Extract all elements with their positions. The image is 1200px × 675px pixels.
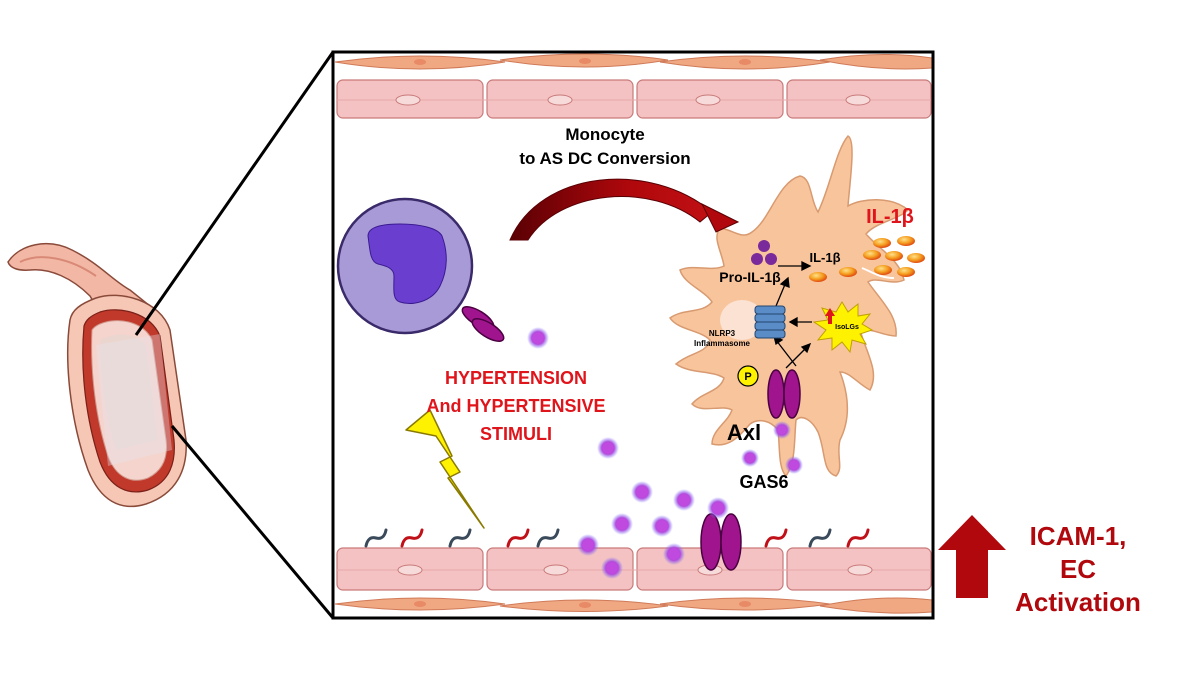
axl-label: Axl: [727, 420, 761, 445]
icam-label-line1: ICAM-1,: [1030, 521, 1127, 551]
lightning-bolt-icon: [405, 409, 485, 529]
conversion-arrow-icon: [509, 178, 740, 241]
surface-molecules: [364, 528, 870, 548]
zoom-frame: [331, 50, 935, 620]
il1b-inner-label: IL-1β: [809, 250, 840, 265]
nlrp3-inflammasome-icon: [754, 305, 786, 339]
isolgs-label: IsoLGs: [835, 324, 859, 331]
phosphate-label: P: [744, 371, 751, 383]
endothelial-axl-receptor: [700, 513, 742, 571]
monocyte-receptor: [461, 306, 505, 342]
nlrp3-label-line1: NLRP3: [709, 329, 736, 338]
gas6-label: GAS6: [739, 472, 788, 492]
endothelium-top: [336, 79, 932, 119]
up-arrow-icon: [938, 515, 1006, 598]
zoom-line-top: [134, 51, 335, 336]
isolgs-burst-icon: [812, 301, 874, 354]
il1b-secreted-label: IL-1β: [866, 206, 914, 228]
icam-label-line3: Activation: [1015, 587, 1141, 617]
pathway-arrows: [773, 260, 812, 369]
phosphate-icon: [737, 365, 759, 387]
zoom-line-bottom: [170, 425, 335, 619]
monocyte-cell: [336, 197, 474, 335]
il1b-inner-dots: [809, 267, 857, 282]
conversion-label-line2: to AS DC Conversion: [519, 149, 690, 168]
hypertension-label-line1: HYPERTENSION: [445, 368, 587, 388]
pro-il1b-cluster: [751, 240, 777, 265]
smooth-muscle-bottom: [334, 597, 933, 614]
dendritic-cell: [668, 135, 910, 478]
conversion-label-line1: Monocyte: [565, 125, 644, 144]
hypertension-label-line2: And HYPERTENSIVE: [426, 396, 605, 416]
gas6-particles: [527, 327, 803, 579]
zoom-panel: Monocyte to AS DC Conversion IL-1β IL-1β…: [331, 50, 935, 620]
icam-label-line2: EC: [1060, 554, 1096, 584]
nlrp3-label-line2: Inflammasome: [694, 339, 751, 348]
il1b-secreted-dots: [861, 236, 925, 279]
smooth-muscle-top: [334, 53, 933, 70]
pro-il1b-label: Pro-IL-1β: [719, 269, 781, 285]
hypertension-label-line3: STIMULI: [480, 424, 552, 444]
dc-axl-receptor: [767, 369, 801, 419]
blood-vessel-icon: [7, 243, 187, 508]
